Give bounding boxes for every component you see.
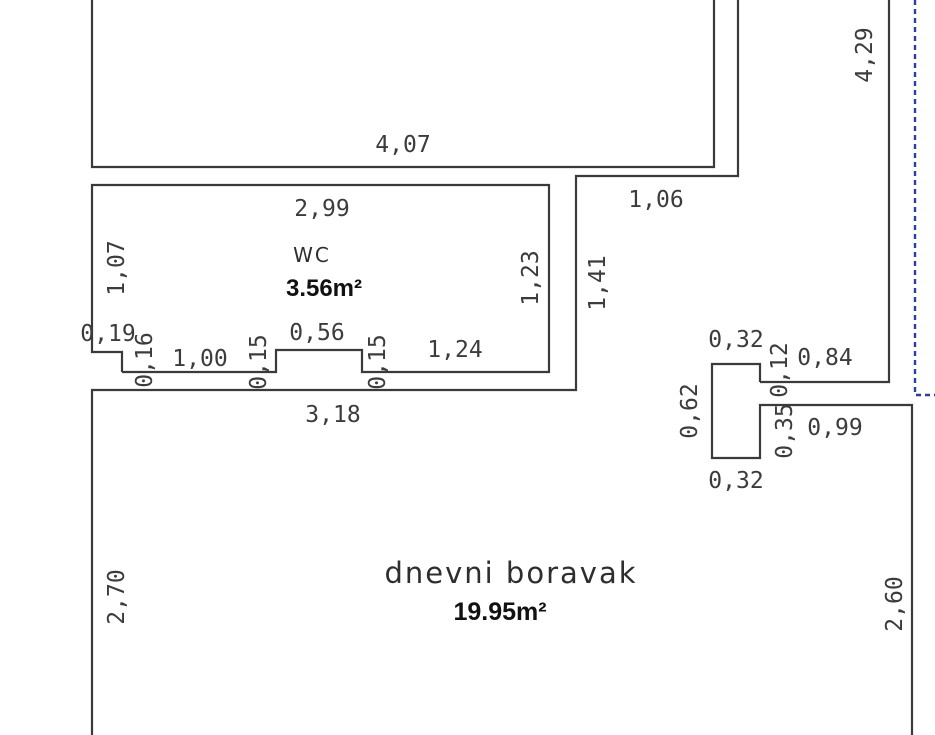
dim-wc-left: 1,07	[104, 240, 130, 295]
dim-living-left: 2,70	[104, 569, 130, 624]
dim-right-offset: 0,84	[797, 345, 852, 371]
dimension-labels: 4,07 4,29 2,99 1,07 1,23 1,06 1,41 0,19 …	[80, 27, 908, 631]
dim-column-height: 0,62	[677, 383, 703, 438]
dim-wc-niche: 0,56	[289, 320, 344, 346]
wc-room-area: 3.56m²	[286, 275, 362, 302]
dim-top-room-width: 4,07	[375, 132, 430, 158]
living-room-name: dnevni boravak	[384, 556, 637, 590]
dim-corridor-width: 1,06	[628, 187, 683, 213]
property-boundary-line	[913, 0, 935, 397]
top-room	[90, 0, 716, 169]
dim-column-top: 0,32	[708, 327, 763, 353]
dim-column-inner: 0,35	[772, 403, 798, 458]
dim-wc-step-left: 0,19	[80, 321, 135, 347]
dim-right-wall-upper: 4,29	[852, 27, 878, 82]
living-room-area: 19.95m²	[453, 598, 546, 626]
dim-column-bottom: 0,32	[708, 468, 763, 494]
dim-wc-step-a: 0,16	[132, 332, 158, 387]
dim-column-step: 0,12	[767, 342, 793, 397]
dim-corridor-height: 1,41	[585, 255, 611, 310]
dim-wc-step-c: 0,15	[365, 334, 391, 389]
right-wall-upper	[760, 0, 891, 384]
room-labels: WC 3.56m² dnevni boravak 19.95m²	[286, 243, 637, 626]
dim-living-right: 2,60	[882, 576, 908, 631]
dim-wc-bottom-b: 1,24	[427, 337, 482, 363]
top-room-walls	[90, 0, 716, 169]
dim-living-top: 3,18	[305, 402, 360, 428]
dim-wc-step-b: 0,15	[246, 334, 272, 389]
column-niche	[710, 362, 914, 735]
wc-walls	[90, 183, 551, 374]
outer-corridor-wall	[90, 0, 740, 735]
dim-wc-top: 2,99	[294, 196, 349, 222]
dim-wc-right: 1,23	[518, 250, 544, 305]
dim-wc-bottom-a: 1,00	[172, 346, 227, 372]
wc-room-name: WC	[293, 243, 331, 267]
wc-room	[90, 183, 551, 374]
dim-right-lower-offset: 0,99	[807, 415, 862, 441]
